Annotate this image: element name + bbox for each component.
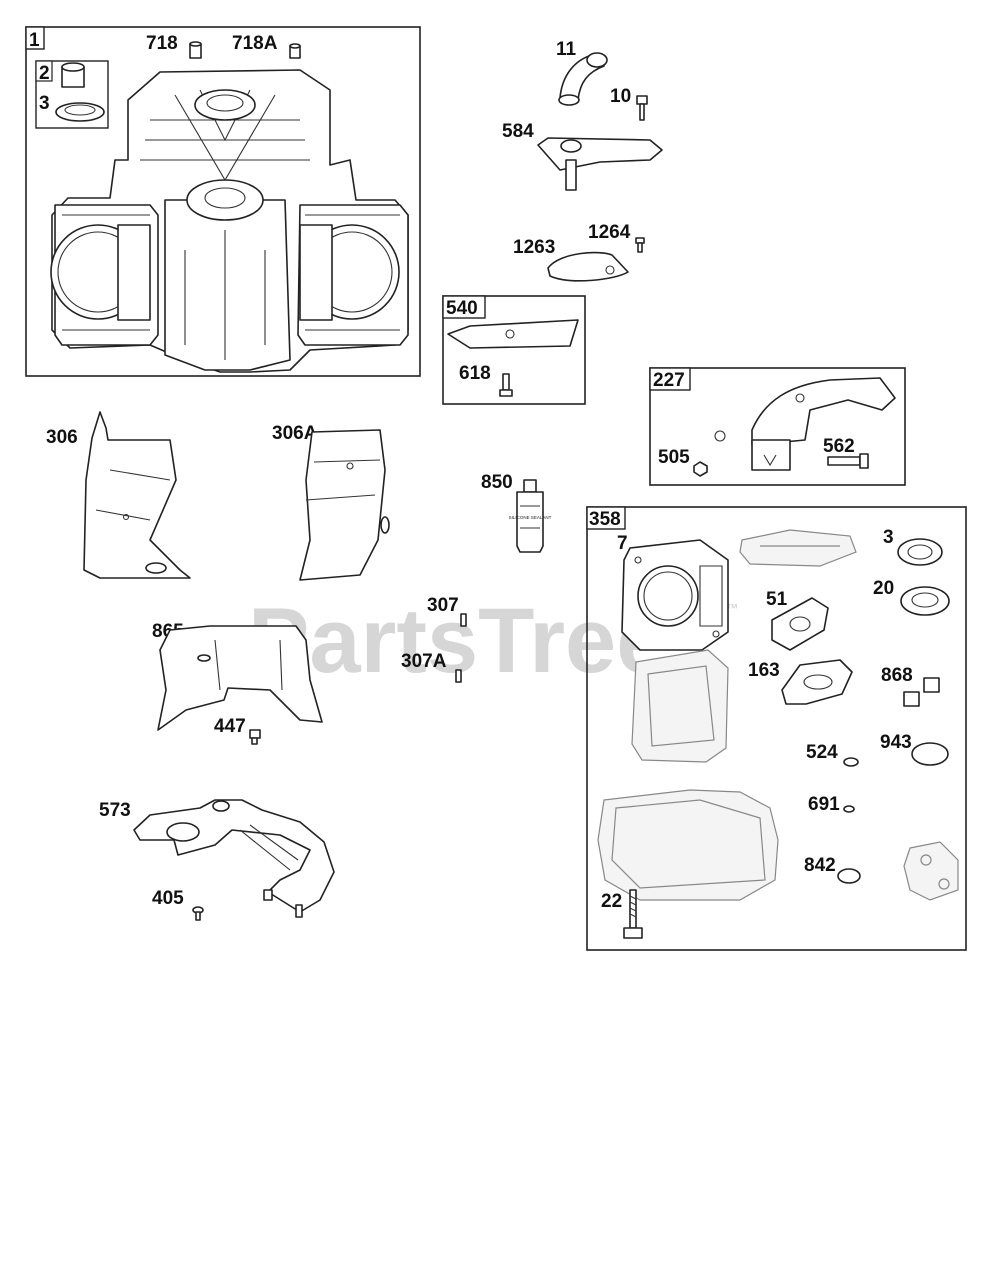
head-gasket-7 <box>621 539 729 651</box>
screw-1264 <box>635 237 645 253</box>
label-306A: 306A <box>272 423 318 444</box>
cylinder-block <box>50 69 409 373</box>
dowel-718 <box>189 41 202 59</box>
label-7: 7 <box>617 533 628 554</box>
label-22: 22 <box>601 891 622 912</box>
label-10: 10 <box>610 86 631 107</box>
bushing-part-2 <box>61 62 85 88</box>
nut-505 <box>693 461 708 477</box>
bolt-10 <box>636 95 648 121</box>
label-306: 306 <box>46 427 78 448</box>
dowel-868 <box>903 677 940 707</box>
gasket-51 <box>771 597 829 651</box>
label-943: 943 <box>880 732 912 753</box>
label-307: 307 <box>427 595 459 616</box>
breather-plate-584 <box>537 137 663 191</box>
label-618: 618 <box>459 363 491 384</box>
screw-307A <box>455 669 462 683</box>
sealant-tube-850: SILICONE SEALANT <box>509 479 552 553</box>
o-ring-943 <box>911 742 949 766</box>
screw-562 <box>827 453 869 469</box>
label-850: 850 <box>481 472 513 493</box>
shield-306A <box>299 429 390 581</box>
box-358-tag <box>586 506 626 530</box>
label-51: 51 <box>766 589 788 610</box>
screw-307 <box>460 613 467 627</box>
label-691: 691 <box>808 794 840 815</box>
label-562: 562 <box>823 436 855 457</box>
label-20: 20 <box>873 578 894 599</box>
box-540-number: 540 <box>446 298 478 319</box>
label-524: 524 <box>806 742 838 763</box>
box-2-number: 2 <box>39 63 50 84</box>
box-2 <box>35 60 109 129</box>
valve-cover-gasket <box>631 649 729 763</box>
label-3-gasket: 3 <box>883 527 894 548</box>
box-540 <box>442 295 586 405</box>
gasket-163 <box>781 659 853 705</box>
bracket-227 <box>714 377 896 471</box>
washer-691 <box>843 805 855 813</box>
bracket-1263 <box>547 251 629 282</box>
label-718: 718 <box>146 33 178 54</box>
screw-618 <box>499 373 513 397</box>
breather-tube-11 <box>558 52 608 106</box>
label-1263: 1263 <box>513 237 555 258</box>
exhaust-gasket <box>903 841 959 901</box>
label-405: 405 <box>152 888 184 909</box>
box-1-tag <box>25 26 45 50</box>
blower-housing-573 <box>133 799 335 918</box>
box-1 <box>25 26 421 377</box>
label-868: 868 <box>881 665 913 686</box>
dowel-718A <box>289 43 301 59</box>
shield-540 <box>447 319 579 349</box>
box-227 <box>649 367 906 486</box>
box-358 <box>586 506 967 951</box>
label-584: 584 <box>502 121 534 142</box>
label-505: 505 <box>658 447 690 468</box>
box-358-number: 358 <box>589 509 621 530</box>
intake-gasket <box>739 529 857 567</box>
label-447: 447 <box>214 716 246 737</box>
o-ring-842 <box>837 868 861 884</box>
seal-20 <box>900 586 950 616</box>
label-573: 573 <box>99 800 131 821</box>
box-2-tag <box>35 60 53 82</box>
shield-865 <box>157 625 323 731</box>
label-11: 11 <box>556 39 577 60</box>
crankcase-gasket <box>597 789 779 901</box>
box-1-number: 1 <box>29 30 40 51</box>
label-3-seal: 3 <box>39 93 50 114</box>
oil-seal-part-3 <box>55 102 105 122</box>
screw-447 <box>249 729 261 745</box>
label-842: 842 <box>804 855 836 876</box>
label-1264: 1264 <box>588 222 631 243</box>
label-718A: 718A <box>232 33 278 54</box>
sealant-tube-text: SILICONE SEALANT <box>509 515 552 520</box>
shield-306 <box>83 411 191 579</box>
screw-405 <box>192 906 204 921</box>
box-227-tag <box>649 367 691 391</box>
box-540-tag <box>442 295 486 319</box>
seal-3 <box>897 538 943 566</box>
label-163: 163 <box>748 660 780 681</box>
o-ring-524 <box>843 757 859 767</box>
trademark-symbol: ™ <box>726 601 738 615</box>
box-227-number: 227 <box>653 370 685 391</box>
label-307A: 307A <box>401 651 447 672</box>
bolt-22 <box>623 889 643 939</box>
